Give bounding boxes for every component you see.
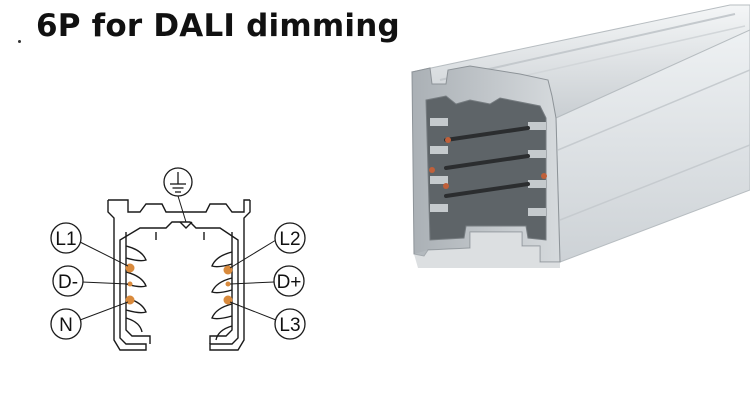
label-d-minus: D- bbox=[52, 265, 84, 297]
label-l3: L3 bbox=[274, 308, 306, 340]
track-cross-section bbox=[107, 199, 251, 351]
label-l1-text: L1 bbox=[55, 229, 76, 250]
label-d-plus-text: D+ bbox=[277, 272, 302, 293]
leader-lines bbox=[79, 195, 277, 321]
contact-d-minus bbox=[127, 281, 133, 287]
contact-d-plus bbox=[225, 281, 231, 287]
label-l2: L2 bbox=[274, 222, 306, 254]
bullet-dot bbox=[18, 40, 21, 43]
contact-n bbox=[125, 295, 135, 305]
label-l3-text: L3 bbox=[279, 315, 300, 336]
ground-icon bbox=[163, 167, 193, 197]
label-n: N bbox=[50, 308, 82, 340]
label-l2-text: L2 bbox=[279, 229, 300, 250]
contact-points bbox=[125, 263, 233, 305]
label-n-text: N bbox=[59, 315, 73, 336]
label-l1: L1 bbox=[50, 222, 82, 254]
contact-l3 bbox=[223, 295, 233, 305]
contact-l1 bbox=[125, 263, 135, 273]
label-d-plus: D+ bbox=[273, 265, 305, 297]
page-title: 6P for DALI dimming bbox=[36, 8, 400, 44]
label-d-minus-text: D- bbox=[58, 272, 78, 293]
track-rail-illustration bbox=[410, 4, 750, 268]
